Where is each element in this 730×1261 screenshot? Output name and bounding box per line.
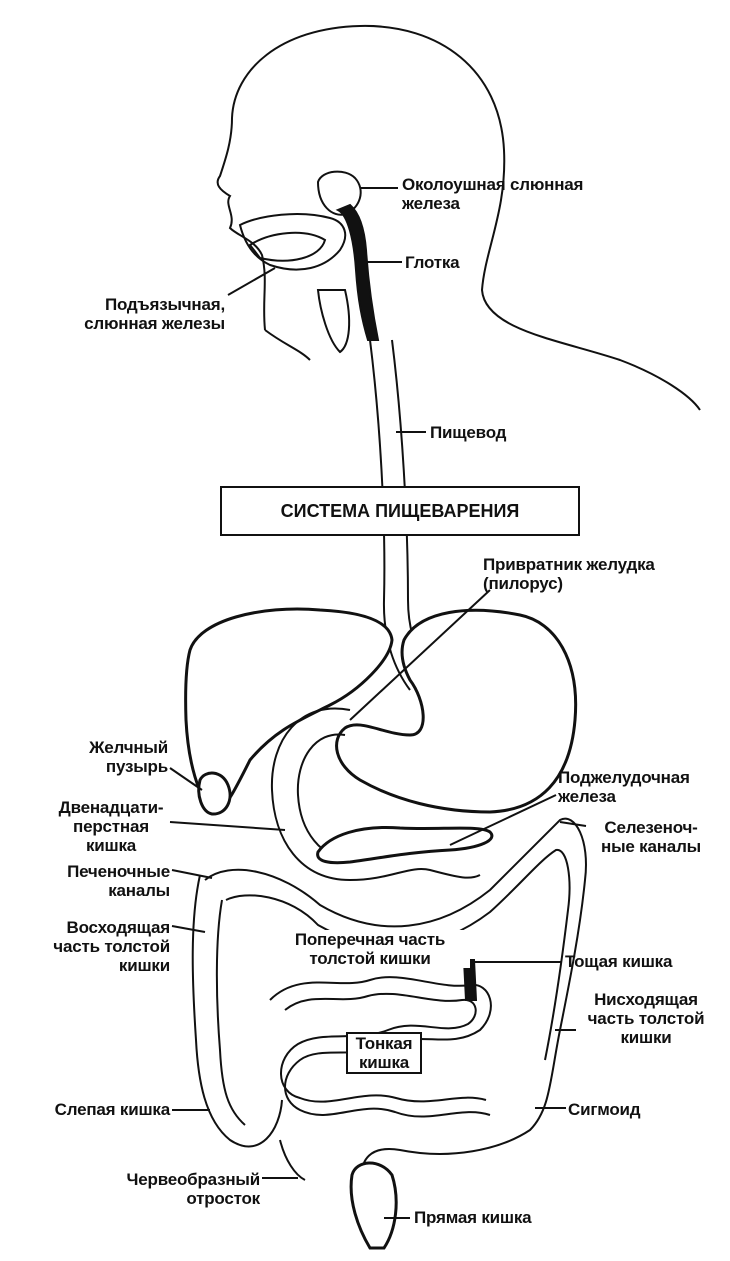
label-cecum: Слепая кишка [10,1100,170,1119]
pharynx [338,205,378,340]
leader-duodenum [170,822,285,830]
label-jejunum: Тощая кишка [565,952,672,971]
label-transverse: Поперечная часть толстой кишки [270,930,470,968]
label-pancreas: Поджелудочная железа [558,768,690,806]
label-gallbladder: Желчный пузырь [50,738,168,776]
label-parotid: Околоушная слюнная железа [402,175,583,213]
label-esophagus: Пищевод [430,423,506,442]
leader-sublingual [228,268,275,295]
label-small-intestine: Тонкая кишка [346,1032,422,1074]
label-ascending: Восходящая часть толстой кишки [10,918,170,975]
label-sublingual: Подъязычная, слюнная железы [40,295,225,333]
label-splenic: Селезеноч- ные каналы [586,818,716,856]
pancreas [318,827,492,862]
label-appendix: Червеобразный отросток [80,1170,260,1208]
label-sigmoid: Сигмоид [568,1100,640,1119]
diagram-title: СИСТЕМА ПИЩЕВАРЕНИЯ [220,486,580,536]
label-pylorus: Привратник желудка (пилорус) [483,555,655,593]
label-descending: Нисходящая часть толстой кишки [576,990,716,1047]
label-pharynx: Глотка [405,253,459,272]
colon-inner-left [217,900,245,1125]
label-hepatic: Печеночные каналы [20,862,170,900]
leader-hepatic [172,870,212,878]
leader-ascending [172,926,205,932]
label-duodenum: Двенадцати- перстная кишка [50,798,172,855]
rectum [351,1163,396,1248]
head-outline [218,26,700,410]
tongue [250,233,325,261]
label-rectum: Прямая кишка [414,1208,531,1227]
gallbladder [199,773,230,814]
appendix [280,1140,305,1180]
colon-outer [193,875,282,1146]
neck-outline [265,330,310,360]
larynx [318,290,349,352]
